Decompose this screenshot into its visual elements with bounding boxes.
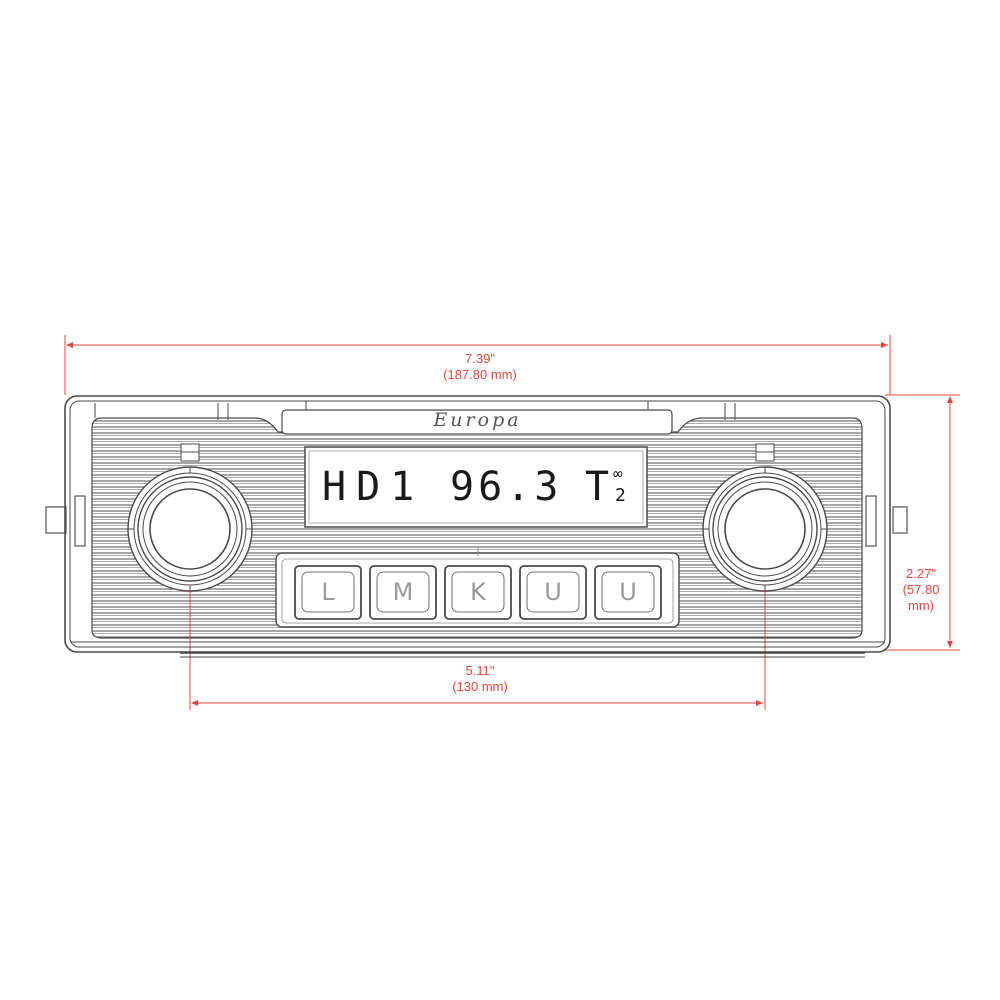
preset-button-m[interactable]: M bbox=[392, 578, 414, 606]
height-dimension-label: 2.27" (57.80 mm) bbox=[896, 566, 946, 614]
right-mount-tab bbox=[865, 495, 908, 547]
height-mm-line1: (57.80 bbox=[902, 582, 940, 597]
shaft-spacing-mm: (130 mm) bbox=[452, 679, 508, 694]
lcd-indicator: T bbox=[585, 464, 610, 510]
height-inches: 2.27" bbox=[906, 566, 936, 581]
lcd-display bbox=[304, 446, 648, 528]
preset-buttons-shapes bbox=[294, 565, 662, 620]
brand-logo: Europa bbox=[433, 409, 522, 431]
preset-button-u2[interactable]: U bbox=[619, 578, 637, 606]
height-mm-line2: mm) bbox=[908, 598, 934, 613]
preset-button-k[interactable]: K bbox=[470, 578, 486, 606]
lcd-frequency: 96.3 bbox=[450, 464, 563, 510]
preset-button-u1[interactable]: U bbox=[544, 578, 562, 606]
shaft-spacing-dimension-label: 5.11" (130 mm) bbox=[400, 663, 560, 695]
width-dimension-label: 7.39" (187.80 mm) bbox=[400, 351, 560, 383]
knob-stem-left bbox=[180, 443, 200, 462]
width-dimension-line bbox=[64, 335, 891, 395]
left-mount-tab bbox=[45, 495, 86, 547]
knob-stem-right bbox=[755, 443, 775, 462]
left-knob[interactable] bbox=[127, 466, 253, 592]
lcd-stereo-icon: ∞ bbox=[613, 464, 623, 483]
lcd-sub-indicator: 2 bbox=[615, 485, 626, 506]
preset-button-l[interactable]: L bbox=[321, 578, 335, 606]
height-dimension-line bbox=[885, 394, 960, 651]
width-inches: 7.39" bbox=[465, 351, 495, 366]
lcd-band: HD1 bbox=[322, 464, 425, 510]
width-mm: (187.80 mm) bbox=[443, 367, 517, 382]
logo-strip bbox=[281, 401, 673, 435]
radio-chassis bbox=[64, 395, 891, 658]
shaft-spacing-inches: 5.11" bbox=[465, 663, 495, 678]
right-knob[interactable] bbox=[702, 466, 828, 592]
